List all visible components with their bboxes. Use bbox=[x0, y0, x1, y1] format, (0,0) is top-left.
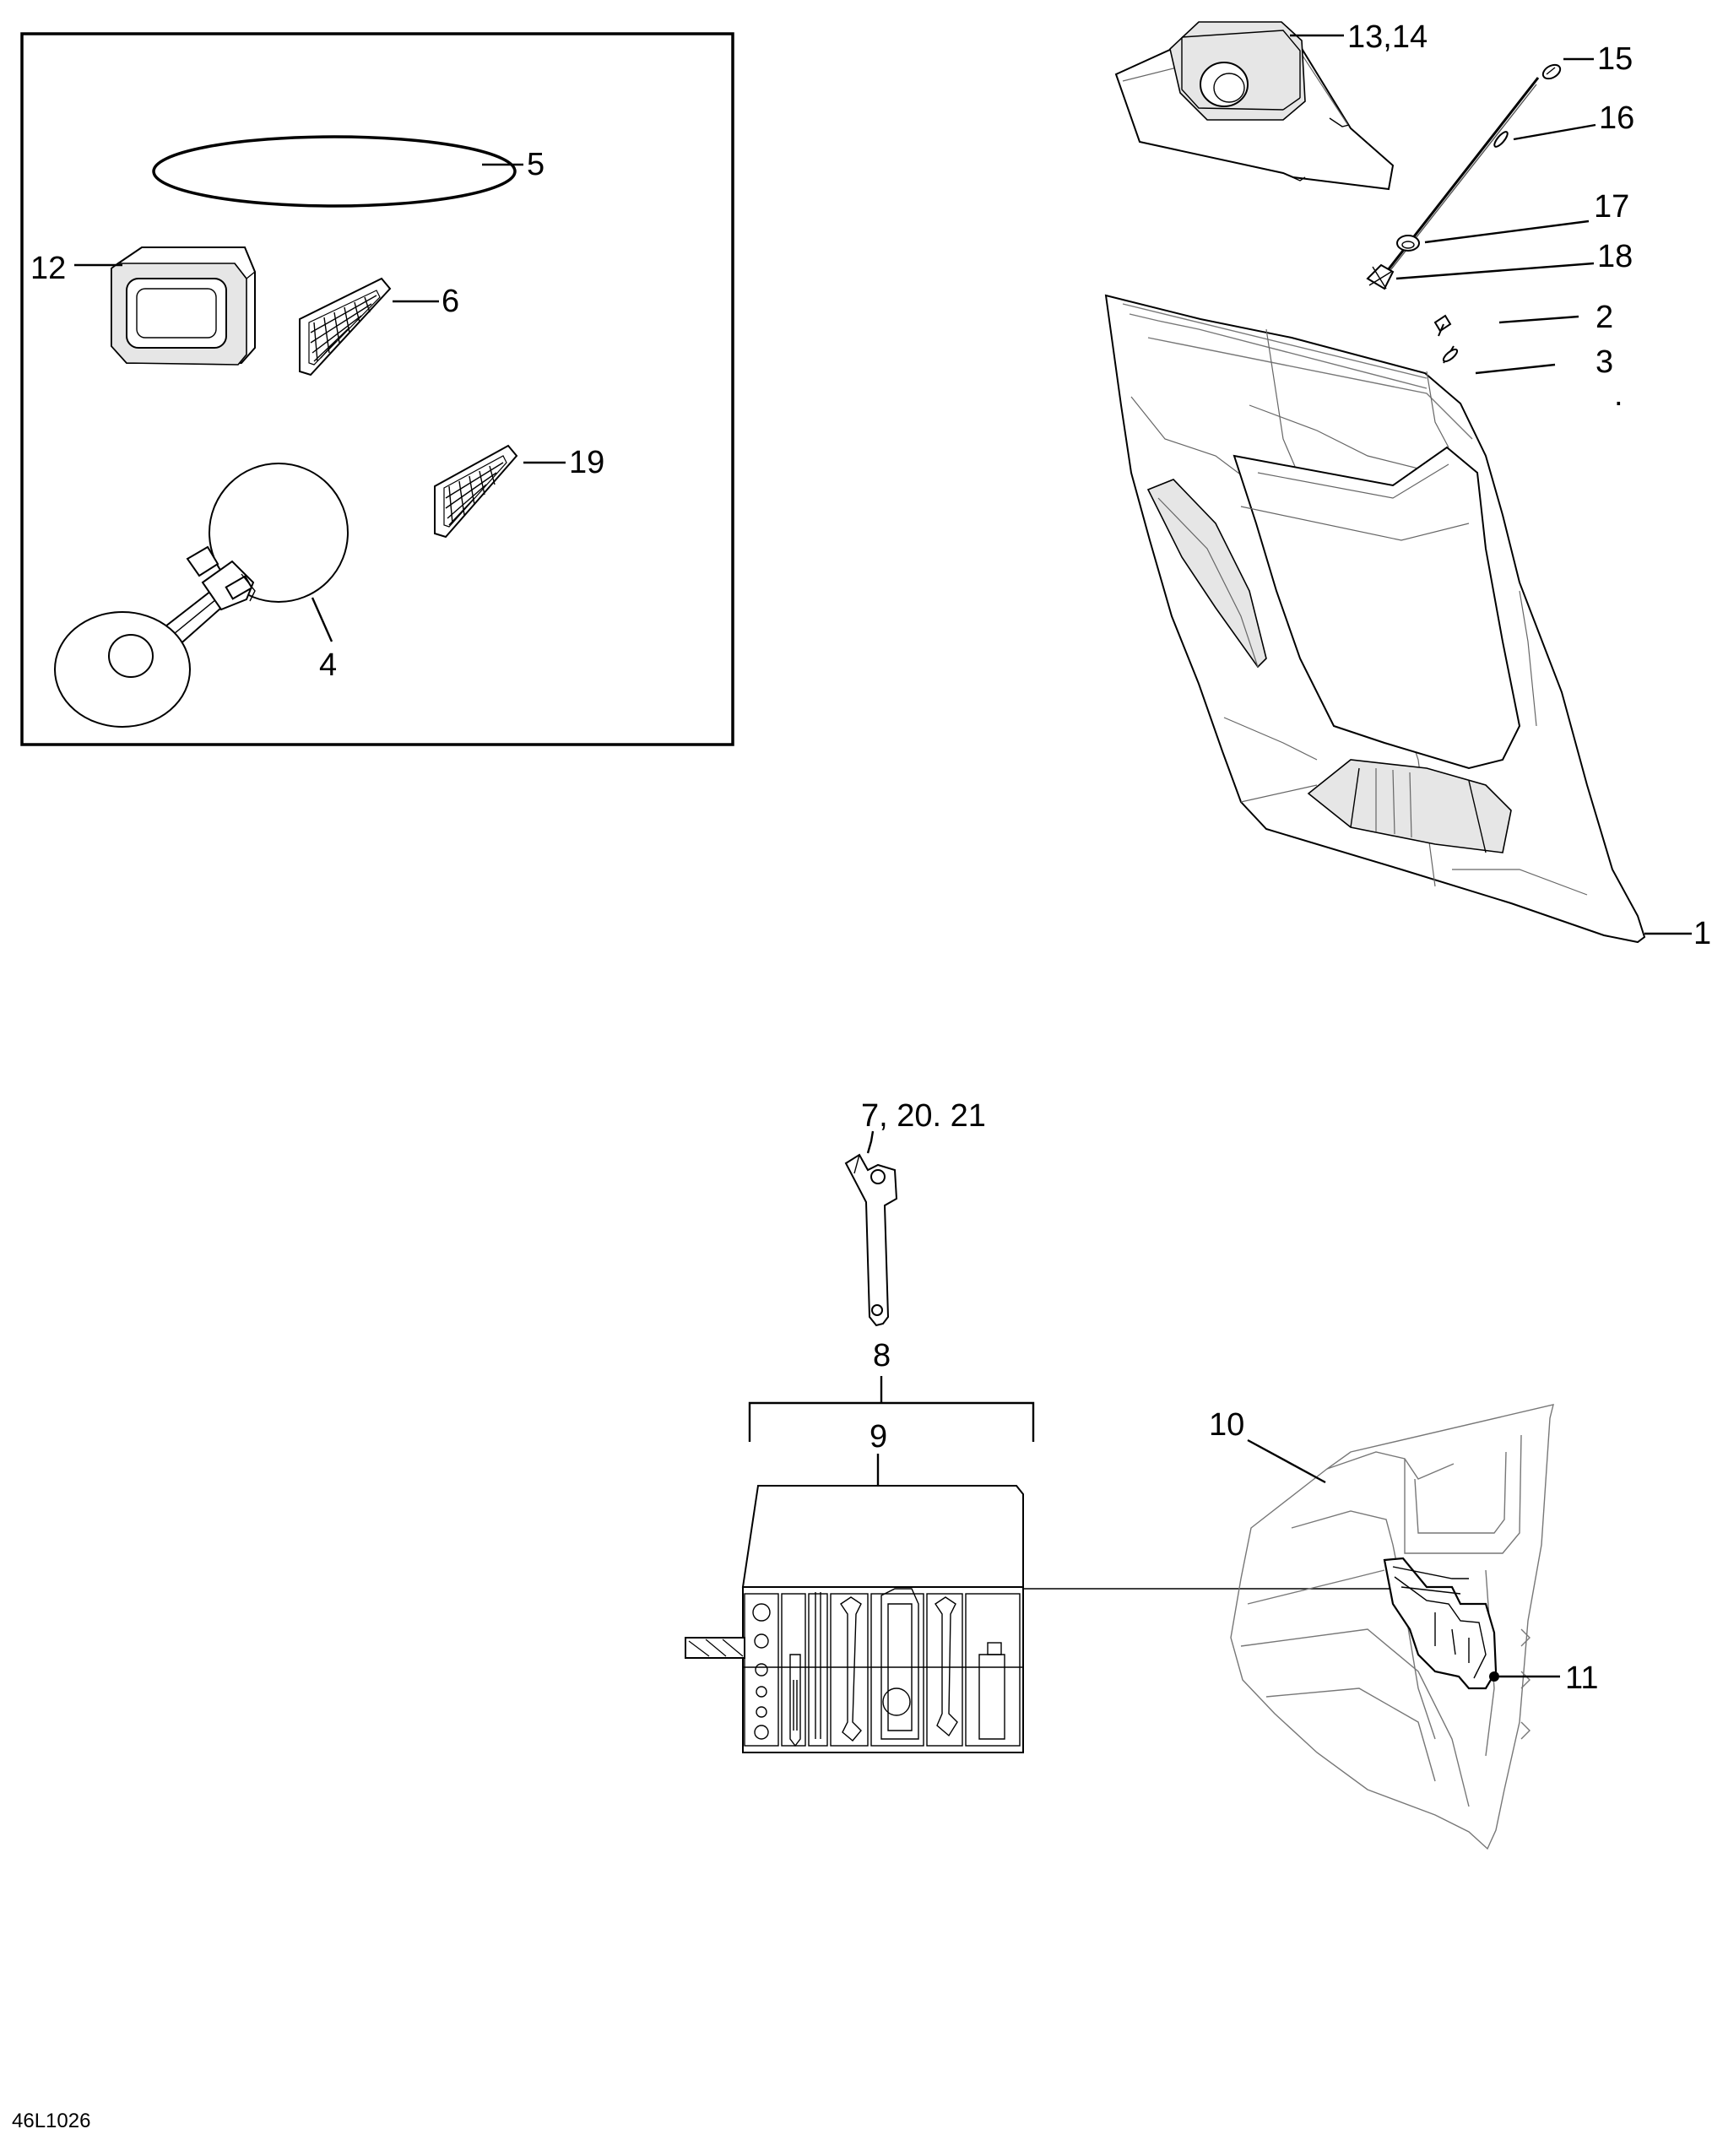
leader-3 bbox=[1475, 363, 1556, 375]
leader-17 bbox=[1424, 219, 1590, 244]
part-18-clip bbox=[1366, 263, 1395, 290]
callout-15: 15 bbox=[1597, 41, 1633, 77]
callout-8: 8 bbox=[873, 1338, 891, 1373]
leader-18 bbox=[1395, 262, 1595, 280]
kit-strap bbox=[685, 1637, 745, 1659]
part-12-bezel bbox=[111, 246, 256, 366]
callout-16: 16 bbox=[1599, 100, 1634, 136]
callout-2: 2 bbox=[1596, 300, 1613, 335]
leader-16 bbox=[1513, 123, 1596, 141]
inset-frame bbox=[20, 32, 734, 746]
leader-10 bbox=[1247, 1438, 1326, 1484]
part-19-mesh-filter bbox=[434, 444, 518, 539]
part-10-storage-area bbox=[1230, 1404, 1554, 1850]
callout-4: 4 bbox=[319, 647, 337, 683]
accessory-inset: 5 12 6 bbox=[20, 32, 734, 746]
callout-19: 19 bbox=[569, 445, 604, 480]
callout-3: 3 bbox=[1596, 344, 1613, 380]
part-9-tool-kit bbox=[741, 1485, 1024, 1753]
part-1-cover-panel bbox=[1104, 294, 1646, 944]
bracket-8 bbox=[748, 1376, 1035, 1442]
callout-10: 10 bbox=[1209, 1407, 1244, 1443]
leader-4 bbox=[311, 597, 333, 642]
callout-7-20-21: 7, 20. 21 bbox=[861, 1098, 986, 1134]
drawing-reference: 46L1026 bbox=[12, 2110, 90, 2132]
part-15-screw bbox=[1541, 63, 1562, 80]
callout-12: 12 bbox=[30, 251, 66, 286]
callout-9: 9 bbox=[870, 1419, 887, 1454]
callout-6: 6 bbox=[442, 284, 459, 319]
callout-13-14: 13,14 bbox=[1347, 19, 1428, 55]
part-7-wrench bbox=[844, 1153, 898, 1327]
part-4-air-horn bbox=[54, 463, 349, 728]
stray-dot: . bbox=[1614, 377, 1623, 413]
callout-5: 5 bbox=[527, 147, 544, 182]
leader-2 bbox=[1498, 315, 1579, 324]
callout-17: 17 bbox=[1594, 189, 1629, 225]
part-2-rivet bbox=[1433, 314, 1452, 337]
part-17-grommet bbox=[1396, 235, 1420, 252]
part-13-14-lock-housing bbox=[1114, 21, 1395, 191]
callout-1: 1 bbox=[1693, 916, 1711, 951]
part-3-washer bbox=[1442, 345, 1459, 364]
part-16-washer bbox=[1493, 131, 1509, 148]
part-6-mesh-filter bbox=[299, 277, 392, 376]
leader-7 bbox=[866, 1130, 875, 1154]
callout-11: 11 bbox=[1565, 1660, 1598, 1696]
leader-11-dot bbox=[1489, 1671, 1499, 1682]
part-5-seal-ring bbox=[152, 135, 517, 208]
callout-18: 18 bbox=[1597, 239, 1633, 274]
